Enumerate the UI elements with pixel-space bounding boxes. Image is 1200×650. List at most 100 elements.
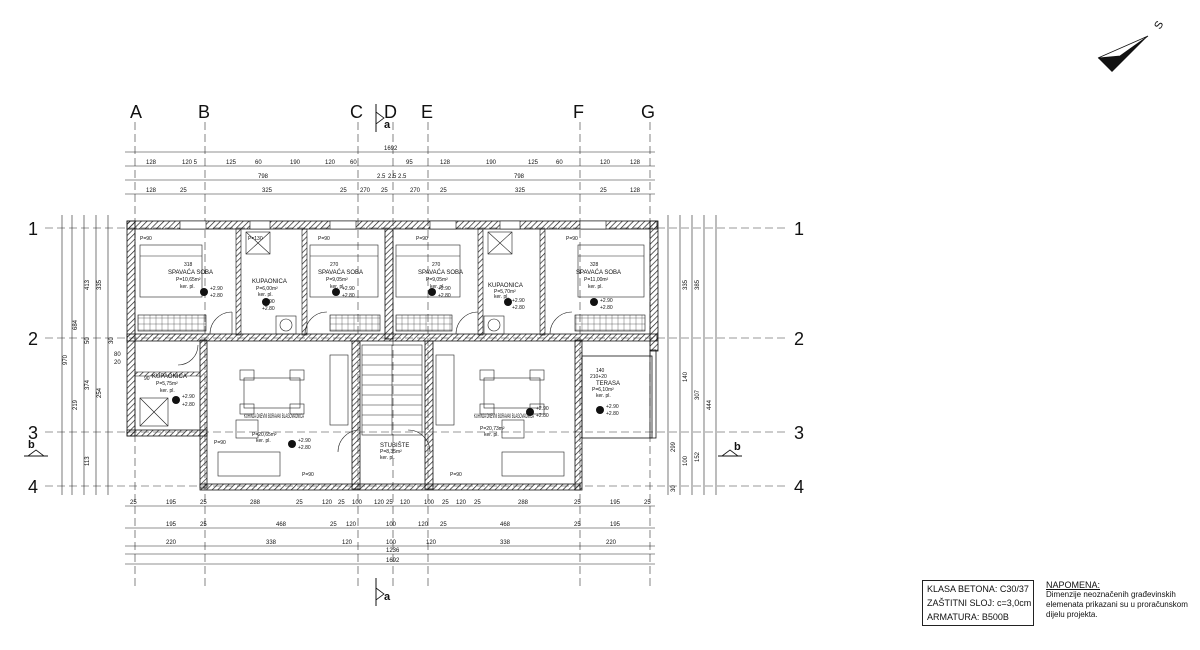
svg-text:25: 25 [200, 522, 207, 528]
svg-text:ker. pl.: ker. pl. [596, 393, 611, 399]
svg-text:+2.90: +2.90 [606, 404, 619, 410]
living-furniture [217, 354, 565, 477]
svg-text:KUHINJA DNEVNI BORAVAK BLAGOVA: KUHINJA DNEVNI BORAVAK BLAGOVAONICA [244, 414, 304, 420]
svg-text:P=9,05m²: P=9,05m² [326, 277, 348, 283]
svg-text:2.5: 2.5 [388, 174, 397, 180]
svg-text:SPAVAĆA SOBA: SPAVAĆA SOBA [168, 269, 213, 276]
column-axis-labels: A B C D E F G [130, 102, 655, 122]
svg-text:120: 120 [418, 522, 429, 528]
svg-text:+2.80: +2.80 [606, 411, 619, 417]
axis-row-3-right: 3 [794, 423, 804, 443]
svg-text:+2.80: +2.80 [342, 293, 355, 299]
svg-text:100: 100 [386, 522, 397, 528]
svg-text:P=6,00m²: P=6,00m² [256, 286, 278, 292]
note-line-3: dijelu projekta. [1046, 610, 1098, 619]
svg-text:P=9,05m²: P=9,05m² [426, 277, 448, 283]
svg-text:970: 970 [63, 354, 69, 365]
top-total-dim: 1692 [384, 146, 398, 152]
svg-text:335: 335 [97, 279, 103, 290]
outer-walls [126, 220, 659, 491]
svg-text:25: 25 [381, 188, 388, 194]
svg-text:ker. pl.: ker. pl. [258, 292, 273, 298]
svg-text:P=20,73m²: P=20,73m² [480, 426, 505, 432]
svg-text:25: 25 [574, 500, 581, 506]
svg-text:288: 288 [250, 500, 261, 506]
svg-text:125: 125 [528, 160, 539, 166]
svg-text:P=90: P=90 [318, 236, 330, 242]
svg-text:+2.90: +2.90 [536, 406, 549, 412]
room-bathroom-1: KUPAONICA P=6,00m² ker. pl. +2.90 +2.80 [252, 279, 287, 312]
bottom-dim-row1: 25 195 25 288 25 120 25 100 120 25 120 1… [130, 500, 651, 506]
svg-text:P=11,00m²: P=11,00m² [584, 277, 609, 283]
axis-row-1-right: 1 [794, 219, 804, 239]
svg-text:2.5: 2.5 [377, 174, 386, 180]
svg-text:+2.80: +2.80 [262, 306, 275, 312]
svg-text:30: 30 [671, 485, 677, 492]
svg-text:152: 152 [695, 451, 701, 462]
svg-text:a: a [384, 119, 391, 131]
svg-text:128: 128 [630, 188, 641, 194]
svg-text:P=6,10m²: P=6,10m² [592, 387, 614, 393]
svg-text:ker. pl.: ker. pl. [256, 438, 271, 444]
svg-text:P=10,65m²: P=10,65m² [176, 277, 201, 283]
left-dim-text: 413 335 684 970 219 374 254 50 30 113 80… [63, 279, 121, 466]
svg-text:b: b [734, 441, 741, 453]
door-swings [177, 311, 573, 453]
room-staircase: STUBIŠTE P=8,35m² ker. pl. [380, 442, 409, 461]
svg-text:270: 270 [360, 188, 371, 194]
svg-text:+2.80: +2.80 [210, 293, 223, 299]
svg-text:KUPAONICA: KUPAONICA [488, 283, 523, 289]
axis-row-2-left: 2 [28, 329, 38, 349]
svg-text:288: 288 [518, 500, 529, 506]
svg-text:468: 468 [276, 522, 287, 528]
top-dim-row1: 128 120 5 125 60 190 120 60 95 128 190 1… [146, 160, 641, 166]
svg-text:128: 128 [146, 188, 157, 194]
svg-text:P=90: P=90 [302, 472, 314, 478]
svg-text:P=5,70m²: P=5,70m² [494, 289, 516, 295]
svg-text:ker. pl.: ker. pl. [494, 294, 509, 300]
svg-text:60: 60 [556, 160, 563, 166]
svg-text:ker. pl.: ker. pl. [330, 284, 345, 290]
svg-text:P=90: P=90 [450, 472, 462, 478]
svg-text:20: 20 [114, 360, 121, 366]
svg-text:25: 25 [338, 500, 345, 506]
svg-text:P=90: P=90 [566, 236, 578, 242]
bottom-total-1236: 1236 [386, 548, 400, 554]
north-letter: S [1152, 19, 1166, 31]
svg-text:140: 140 [683, 371, 689, 382]
svg-text:444: 444 [707, 399, 713, 410]
svg-text:+2.80: +2.80 [536, 413, 549, 419]
svg-text:338: 338 [266, 540, 277, 546]
room-bathroom-2: KUPAONICA P=5,70m² ker. pl. +2.90 +2.80 [488, 283, 525, 311]
svg-text:25: 25 [600, 188, 607, 194]
svg-text:+2.80: +2.80 [298, 445, 311, 451]
svg-text:140: 140 [596, 368, 605, 374]
svg-text:385: 385 [695, 279, 701, 290]
svg-text:468: 468 [500, 522, 511, 528]
section-mark-a-top: a [375, 104, 391, 132]
svg-text:120: 120 [342, 540, 353, 546]
svg-text:KUPAONICA: KUPAONICA [152, 374, 187, 380]
svg-text:30: 30 [109, 337, 115, 344]
svg-text:KUPAONICA: KUPAONICA [252, 279, 287, 285]
svg-text:25: 25 [130, 500, 137, 506]
top-dim-row2: 798 2.5 2.5 2.5 798 [258, 174, 525, 180]
room-living-2: KUHINJA DNEVNI BORAVAK BLAGOVAONICA P=20… [474, 406, 549, 438]
svg-text:195: 195 [610, 522, 621, 528]
svg-text:P=20,65m²: P=20,65m² [252, 432, 277, 438]
legend-cover: ZAŠTITNI SLOJ: c=3,0cm [927, 598, 1032, 608]
svg-text:318: 318 [184, 262, 193, 268]
svg-text:+2.80: +2.80 [600, 305, 613, 311]
svg-text:307: 307 [695, 389, 701, 400]
svg-text:798: 798 [514, 174, 525, 180]
axis-row-3-left: 3 [28, 423, 38, 443]
note-line-2: elemenata prikazani su u proračunskom [1046, 600, 1188, 609]
svg-text:25: 25 [296, 500, 303, 506]
svg-text:798: 798 [258, 174, 269, 180]
svg-text:60: 60 [350, 160, 357, 166]
svg-text:P=8,35m²: P=8,35m² [380, 449, 402, 455]
svg-text:P=90: P=90 [214, 440, 226, 446]
legend-concrete: KLASA BETONA: C30/37 [927, 584, 1029, 594]
room-bedroom-3: 270 SPAVAĆA SOBA P=9,05m² ker. pl. +2.90… [418, 262, 463, 299]
svg-text:25: 25 [442, 500, 449, 506]
